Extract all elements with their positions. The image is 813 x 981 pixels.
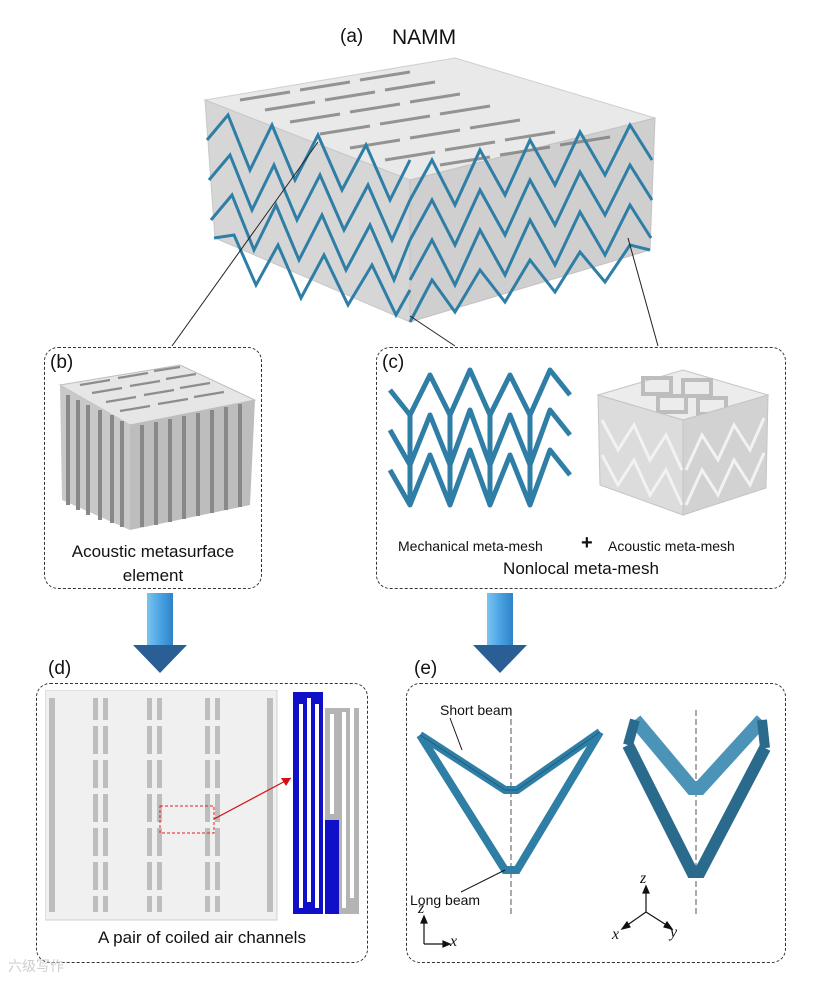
axis-right-x: x (612, 926, 619, 944)
short-beam-leader (440, 716, 480, 756)
axis-left-z: z (418, 900, 424, 918)
long-beam-leader (455, 862, 515, 896)
namm-block-illustration (0, 0, 813, 360)
acoustic-metasurface-illustration (50, 355, 260, 535)
plus-sign: + (581, 532, 593, 555)
panel-d-label: (d) (48, 658, 71, 680)
panel-c-caption: Nonlocal meta-mesh (376, 557, 786, 581)
arrow-c-to-e-icon (470, 593, 530, 675)
arrow-b-to-d-icon (130, 593, 190, 675)
panel-b-caption-line1: Acoustic metasurface (46, 540, 260, 564)
acoustic-meta-mesh-caption: Acoustic meta-mesh (608, 538, 735, 554)
axis-right-z: z (640, 870, 646, 888)
mechanical-meta-mesh-illustration (380, 355, 580, 535)
axis-left-x: x (450, 933, 457, 951)
mechanical-meta-mesh-caption: Mechanical meta-mesh (398, 538, 543, 554)
coiled-channels-illustration (45, 690, 365, 922)
watermark: 六级写作 (8, 956, 64, 976)
panel-d-caption: A pair of coiled air channels (36, 926, 368, 950)
panel-b-caption-line2: element (46, 564, 260, 588)
axis-right-y: y (670, 924, 677, 942)
acoustic-meta-mesh-illustration (588, 360, 778, 520)
panel-e-label: (e) (414, 658, 437, 680)
